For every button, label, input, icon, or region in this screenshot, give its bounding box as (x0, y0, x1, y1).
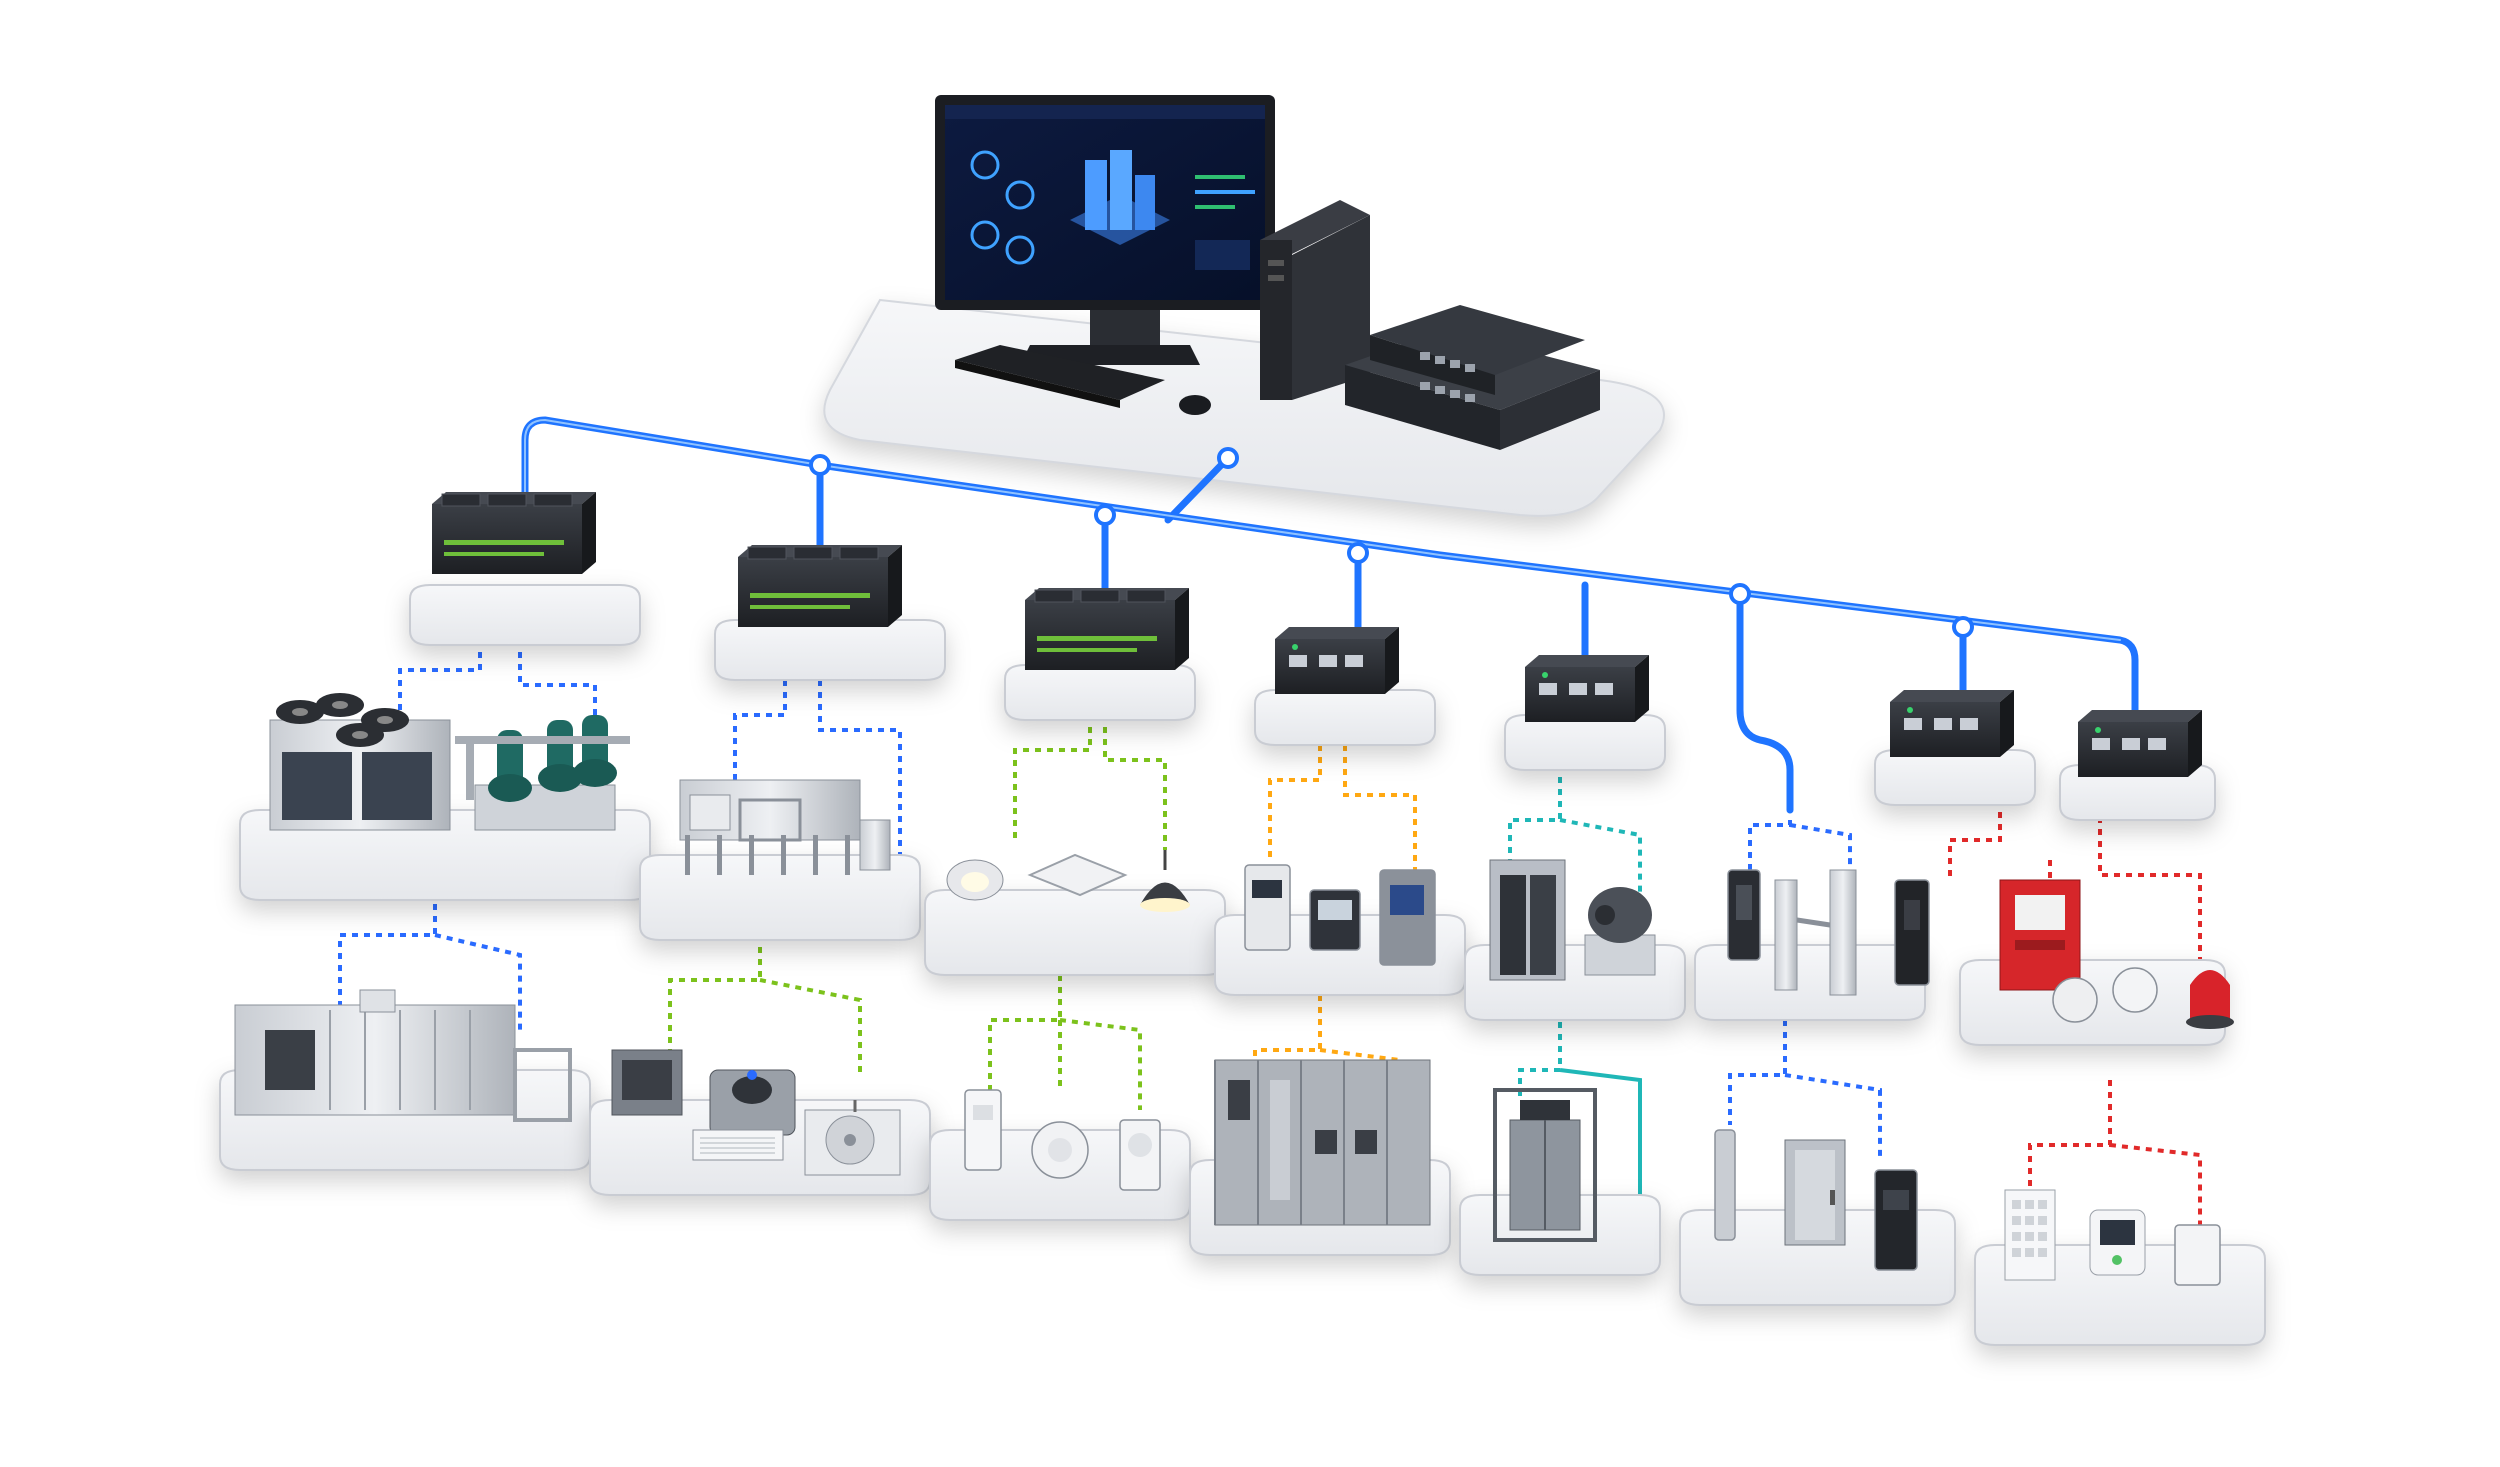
escalator-motor-icon[interactable] (1584, 887, 1656, 976)
fire-alarm-panel-icon[interactable] (1999, 879, 2081, 991)
controller-platform (1504, 714, 1666, 771)
controller-platform (2059, 764, 2216, 821)
panel-light-icon[interactable] (1027, 853, 1128, 897)
air-handling-unit-icon[interactable] (234, 989, 572, 1122)
air-quality-sensor-icon[interactable] (2089, 1209, 2146, 1276)
network-switch-icon[interactable] (1345, 305, 1600, 450)
junction-node (809, 454, 831, 476)
monitor-icon[interactable] (935, 95, 1275, 365)
ddc-controller-icon[interactable] (738, 545, 902, 627)
equipment-platform (239, 809, 651, 901)
heat-detector-icon[interactable] (2112, 967, 2158, 1013)
backbone-junctions (809, 447, 1974, 638)
gateway-icon[interactable] (2078, 710, 2202, 777)
controller-platform (1004, 664, 1196, 721)
gateway-icon[interactable] (1890, 690, 2014, 757)
door-icon[interactable] (1784, 1139, 1846, 1246)
outdoor-unit-icon[interactable] (804, 1100, 901, 1176)
light-switch-icon[interactable] (964, 1089, 1002, 1171)
door-sensor-icon[interactable] (1714, 1129, 1736, 1241)
gateway-icon[interactable] (1525, 655, 1649, 722)
junction-node (1347, 542, 1369, 564)
lighting-controller-icon[interactable] (1025, 588, 1189, 670)
humidity-sensor-icon[interactable] (2174, 1224, 2221, 1286)
alarm-beacon-icon[interactable] (2186, 970, 2234, 1029)
pc-tower-icon[interactable] (1260, 200, 1370, 400)
air-conditioner-icon[interactable] (692, 1129, 784, 1161)
controller-platform (1874, 749, 2036, 806)
gateway-icon[interactable] (1275, 627, 1399, 694)
downlight-icon[interactable] (946, 859, 1004, 901)
energy-meter-icon[interactable] (1244, 864, 1291, 951)
switchgear-cabinet-icon[interactable] (1214, 1059, 1431, 1226)
equipment-platform (924, 889, 1226, 976)
water-pump-icon[interactable] (455, 715, 630, 831)
fan-coil-icon[interactable] (611, 1049, 683, 1116)
turnstile-icon[interactable] (1774, 869, 1857, 996)
junction-node (1729, 583, 1751, 605)
controller-platform (714, 619, 946, 681)
access-reader-icon[interactable] (1894, 879, 1930, 986)
network-backbone (521, 416, 2139, 814)
power-analyzer-icon[interactable] (1379, 869, 1436, 966)
device-platforms (219, 492, 2266, 1346)
keyboard-icon[interactable] (955, 345, 1165, 408)
cooling-tower-icon[interactable] (269, 693, 451, 831)
elevator-icon[interactable] (1489, 859, 1566, 981)
field-links (338, 640, 2202, 1230)
mouse-icon[interactable] (1179, 395, 1211, 415)
access-keypad-icon[interactable] (1874, 1169, 1918, 1271)
vav-box-icon[interactable] (709, 1069, 796, 1136)
equipment-platform (639, 854, 921, 941)
pendant-lamp-icon[interactable] (1140, 850, 1190, 912)
elevator-shaft-icon[interactable] (1493, 1088, 1597, 1242)
junction-node (1217, 447, 1239, 469)
smoke-detector-icon[interactable] (2052, 977, 2098, 1023)
junction-node (1952, 616, 1974, 638)
ahu-frame-icon[interactable] (679, 779, 891, 875)
workstation (823, 95, 1665, 517)
thermostat-icon[interactable] (2004, 1189, 2056, 1281)
ddc-controller-icon[interactable] (432, 492, 596, 574)
controller-platform (409, 584, 641, 646)
junction-node (1094, 504, 1116, 526)
controller-platform (1254, 689, 1436, 746)
